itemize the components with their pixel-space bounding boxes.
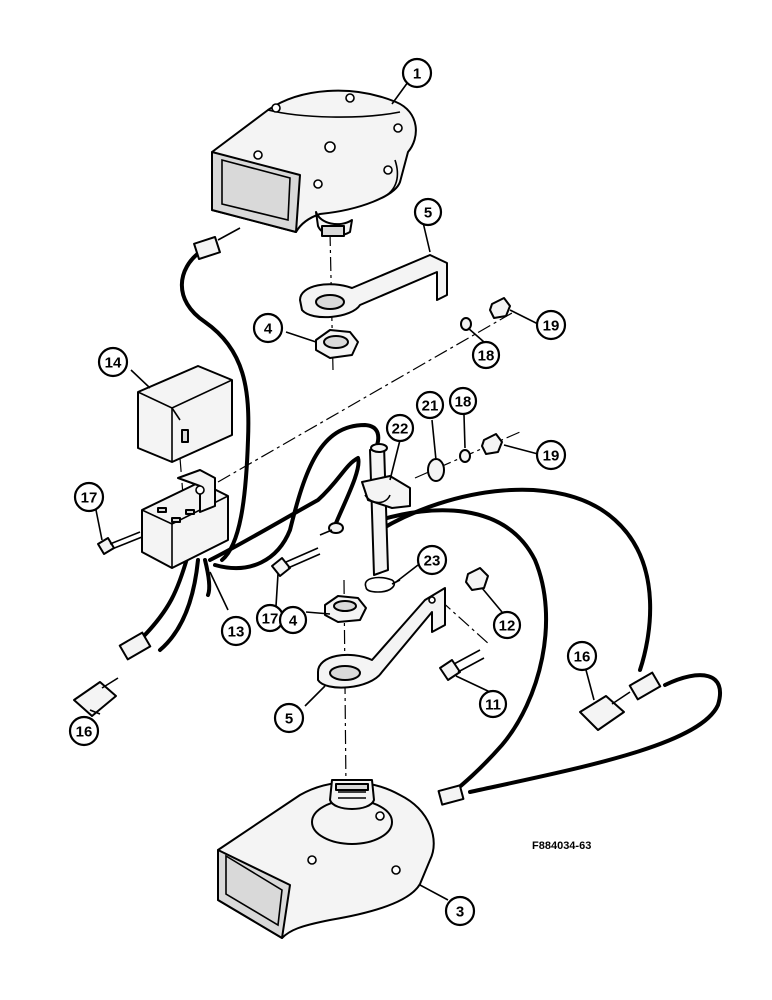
callout-c21: 21 [415, 390, 445, 420]
callout-number: 11 [485, 697, 501, 714]
callout-number: 13 [228, 624, 245, 641]
callout-c3: 3 [444, 895, 476, 927]
callout-circle [535, 439, 567, 471]
callout-number: 18 [478, 348, 495, 365]
callout-number: 17 [262, 611, 279, 628]
callout-number: 5 [285, 711, 293, 728]
bolt [439, 649, 485, 681]
callout-c14: 14 [97, 346, 129, 378]
callout-number: 19 [543, 448, 560, 465]
callout-circle [478, 689, 508, 719]
hex-nut-bracket [465, 567, 489, 591]
callout-circle [444, 895, 476, 927]
callout-circle [73, 481, 105, 513]
callout-number: 18 [455, 394, 472, 411]
callout-number: 16 [574, 649, 591, 666]
callout-c18a: 18 [471, 340, 501, 370]
callout-number: 23 [424, 553, 441, 570]
callout-c19b: 19 [535, 439, 567, 471]
upper-bracket [299, 254, 448, 319]
callout-circle [278, 605, 308, 635]
lock-washer-upper [460, 317, 472, 331]
callout-number: 5 [424, 205, 432, 222]
callout-c22: 22 [385, 413, 415, 443]
wiring-harness [138, 250, 722, 797]
callout-number: 4 [289, 613, 298, 630]
leader-lines [89, 81, 595, 901]
callout-number: 14 [105, 355, 122, 372]
callout-circle [220, 615, 252, 647]
callout-circle [413, 197, 443, 227]
clip-ring [364, 576, 401, 593]
callout-c12: 12 [492, 610, 522, 640]
callout-circle [448, 386, 478, 416]
callout-c1: 1 [401, 57, 433, 89]
hex-nut-upper [489, 297, 511, 319]
relay [137, 365, 233, 463]
callout-c4b: 4 [278, 605, 308, 635]
hex-nut-lower [481, 433, 503, 455]
callout-c16b: 16 [566, 640, 598, 672]
callout-c17a: 17 [73, 481, 105, 513]
flat-washer [427, 458, 445, 482]
callout-circle [416, 544, 448, 576]
callout-number: 22 [392, 421, 409, 438]
callout-circle [535, 309, 567, 341]
screw-left [97, 531, 143, 555]
callout-circle [566, 640, 598, 672]
callout-c5b: 5 [273, 702, 305, 734]
callout-number: 17 [81, 490, 98, 507]
callout-circle [97, 346, 129, 378]
callout-c11: 11 [478, 689, 508, 719]
callout-number: 3 [456, 904, 464, 921]
callout-c23: 23 [416, 544, 448, 576]
callout-number: 4 [264, 321, 273, 338]
lower-nut [324, 595, 367, 623]
callout-c19a: 19 [535, 309, 567, 341]
callout-number: 21 [422, 398, 439, 415]
upper-horn [193, 89, 417, 261]
callout-c18b: 18 [448, 386, 478, 416]
lower-horn [217, 779, 435, 939]
lower-horn-connector [437, 784, 465, 806]
callout-c13: 13 [220, 615, 252, 647]
relay-socket [141, 469, 229, 569]
callout-number: 19 [543, 318, 560, 335]
callout-circle [68, 715, 100, 747]
callout-circle [471, 340, 501, 370]
callout-number: 16 [76, 724, 93, 741]
callout-circle [273, 702, 305, 734]
screw-center [271, 547, 321, 577]
callout-circle [492, 610, 522, 640]
connector-left [73, 631, 152, 717]
upper-nut [315, 329, 359, 359]
callout-number: 1 [413, 66, 421, 83]
callout-circle [252, 312, 284, 344]
callout-number: 12 [499, 618, 516, 635]
callout-circle [415, 390, 445, 420]
callout-labels: 1 5 4 19 18 14 21 18 22 19 17 23 12 17 4 13 16 16 11 5 3 [68, 57, 598, 927]
lock-washer-lower [459, 449, 471, 463]
lower-bracket [317, 587, 446, 689]
connector-right [579, 671, 662, 731]
terminal-post [361, 443, 411, 576]
callout-c4a: 4 [252, 312, 284, 344]
callout-c5a: 5 [413, 197, 443, 227]
ring-terminal [319, 522, 344, 536]
callout-c16a: 16 [68, 715, 100, 747]
callout-circle [401, 57, 433, 89]
callout-circle [385, 413, 415, 443]
figure-code: F884034-63 [532, 840, 591, 852]
